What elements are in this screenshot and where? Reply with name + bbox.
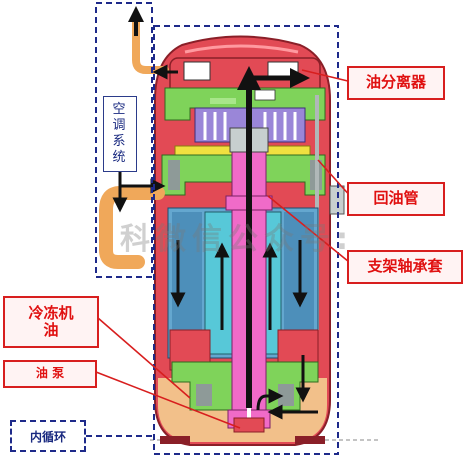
oil-pump-text: 油 泵 xyxy=(35,366,65,381)
inner-loop-label-box: 内循环 xyxy=(10,420,86,452)
ac-system-loop-boundary xyxy=(95,2,153,278)
oil-separator-label: 油分离器 xyxy=(347,66,445,100)
leader-lines xyxy=(95,69,355,429)
ac-system-text: 空 调 系 统 xyxy=(112,101,128,166)
foot-right xyxy=(295,436,325,444)
oil-pump-label: 油 泵 xyxy=(3,360,97,388)
refrigeration-oil-label: 冷冻机 油 xyxy=(3,296,99,348)
oil-return-pipe-text: 回油管 xyxy=(373,189,419,208)
oil-pump-body xyxy=(233,417,265,433)
bracket-bearing-label: 支架轴承套 xyxy=(347,250,463,284)
oil-separator-text: 油分离器 xyxy=(365,73,426,92)
bracket-bearing-text: 支架轴承套 xyxy=(367,257,443,276)
oil-return-fitting xyxy=(329,185,345,215)
flow-arrows xyxy=(112,6,318,420)
foot-left xyxy=(160,436,190,444)
discharge-pipe xyxy=(132,16,169,74)
inner-loop-boundary xyxy=(153,25,339,455)
ac-system-label: 空 调 系 统 xyxy=(103,96,137,172)
oil-return-pipe-label: 回油管 xyxy=(347,182,445,216)
inner-loop-text: 内循环 xyxy=(29,429,66,444)
suction-pipe xyxy=(99,186,165,269)
refrigeration-oil-text: 冷冻机 油 xyxy=(28,303,74,339)
watermark-text: 科微信公众号: xyxy=(120,222,354,257)
